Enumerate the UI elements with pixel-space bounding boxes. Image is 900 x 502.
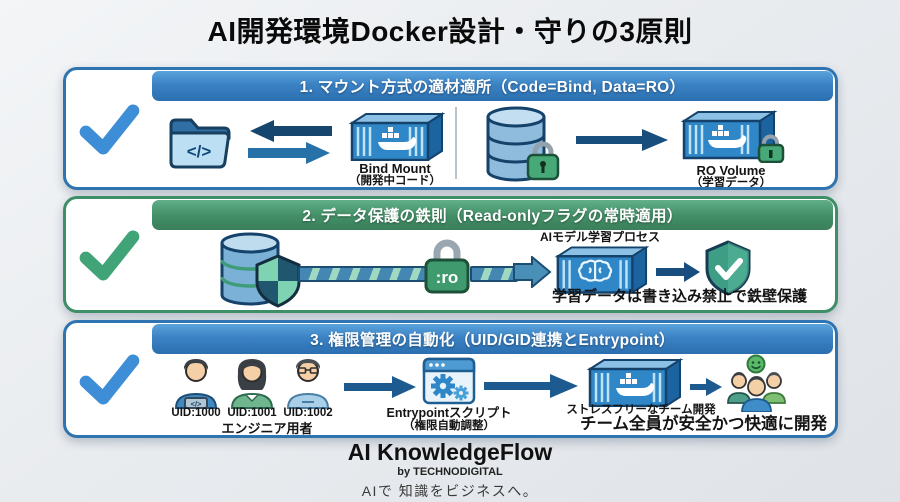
- vertical-divider: [455, 107, 457, 179]
- panel-1-header: 1. マウント方式の適材適所（Code=Bind, Data=RO）: [152, 71, 833, 101]
- shield-check-icon: [705, 240, 751, 296]
- svg-text:</>: </>: [187, 142, 212, 161]
- gear-glyph: [431, 374, 455, 398]
- database-lock-icon: [486, 106, 560, 182]
- footer: AI KnowledgeFlow by TECHNODIGITAL AIで 知識…: [0, 439, 900, 501]
- docker-container-team-icon: [586, 358, 684, 407]
- svg-text:</>: </>: [191, 400, 202, 409]
- arrow-right-icon: [656, 262, 700, 282]
- engineer-user-3-icon: [286, 359, 330, 409]
- panel-3-header: 3. 権限管理の自動化（UID/GID連携とEntrypoint）: [152, 324, 833, 354]
- panel-2-check-column: [66, 199, 152, 310]
- panel-1-check-column: [66, 70, 152, 187]
- engineer-user-1-icon: </>: [174, 359, 218, 409]
- code-folder-icon: </>: [169, 118, 231, 169]
- gear-glyph: [453, 385, 469, 401]
- smiley-face-glyph: [746, 354, 766, 374]
- shield-quarters-icon: [255, 254, 301, 308]
- brand-tagline: AIで 知識をビジネスへ。: [361, 483, 539, 500]
- docker-whale-glyph: [708, 125, 747, 148]
- uid-label-2: UID:1001: [227, 407, 277, 419]
- panel-data-protection: 2. データ保護の鉄則（Read-onlyフラグの常時適用）: [63, 196, 838, 313]
- users-group-label: エンジニア用者: [221, 421, 313, 436]
- entrypoint-label: Entrypointスクリプト: [386, 406, 512, 420]
- docker-whale-glyph: [616, 373, 655, 396]
- panel-3-caption: チーム全員が安全かつ快適に開発: [580, 415, 828, 433]
- ai-process-label: AIモデル学習プロセス: [539, 230, 660, 244]
- brand-byline: by TECHNODIGITAL: [397, 466, 503, 479]
- uid-label-3: UID:1002: [283, 407, 333, 419]
- ro-volume-label: RO Volume: [696, 163, 766, 178]
- person-center-glyph: [741, 376, 772, 412]
- engineer-user-2-icon: [230, 359, 274, 409]
- panel-2-header: 2. データ保護の鉄則（Read-onlyフラグの常時適用）: [152, 200, 833, 230]
- blue-checkmark-icon: [79, 354, 140, 405]
- panel-permission-automation: 3. 権限管理の自動化（UID/GID連携とEntrypoint） </>: [63, 320, 838, 438]
- uid-label-1: UID:1000: [171, 407, 221, 419]
- sync-arrows-icon: [248, 120, 332, 164]
- brand-name: AI KnowledgeFlow: [347, 439, 553, 465]
- person-left-glyph: [727, 372, 751, 404]
- panel-mount-strategy: 1. マウント方式の適材適所（Code=Bind, Data=RO） </>: [63, 67, 838, 190]
- green-checkmark-icon: [79, 229, 140, 281]
- readonly-lock-icon: :ro: [424, 239, 470, 294]
- docker-container-brain-icon: [554, 245, 650, 294]
- panel-2-caption: 学習データは書き込み禁止で鉄壁保護: [551, 288, 807, 305]
- ro-volume-sublabel: （学習データ）: [690, 177, 772, 189]
- entrypoint-script-icon: [422, 357, 476, 405]
- happy-team-icon: [727, 354, 786, 412]
- docker-container-bind-icon: [348, 112, 446, 161]
- team-dev-label: ストレスフリーなチーム開発: [566, 404, 716, 416]
- small-green-lock-glyph: [757, 134, 785, 163]
- arrow-right-icon: [484, 374, 578, 398]
- entrypoint-sublabel: （権限自動調整）: [403, 420, 495, 432]
- arrow-right-icon: [576, 129, 668, 151]
- docker-whale-glyph: [378, 127, 417, 150]
- data-pipe: [470, 266, 518, 282]
- pipe-arrowhead-icon: [513, 256, 552, 288]
- svg-text::ro: :ro: [436, 268, 459, 287]
- bind-mount-sublabel: （開発中コード）: [349, 175, 441, 187]
- arrow-right-icon: [690, 378, 722, 396]
- bind-mount-label: Bind Mount: [359, 161, 431, 176]
- green-lock-glyph: [526, 141, 560, 181]
- arrow-right-icon: [344, 376, 416, 398]
- panel-3-check-column: [66, 323, 152, 435]
- blue-checkmark-icon: [79, 103, 140, 155]
- person-right-glyph: [762, 372, 786, 404]
- page-title: AI開発環境Docker設計・守りの3原則: [207, 16, 693, 47]
- data-pipe: [298, 266, 428, 282]
- docker-container-ro-icon: [680, 110, 785, 163]
- brain-glyph: [578, 259, 613, 282]
